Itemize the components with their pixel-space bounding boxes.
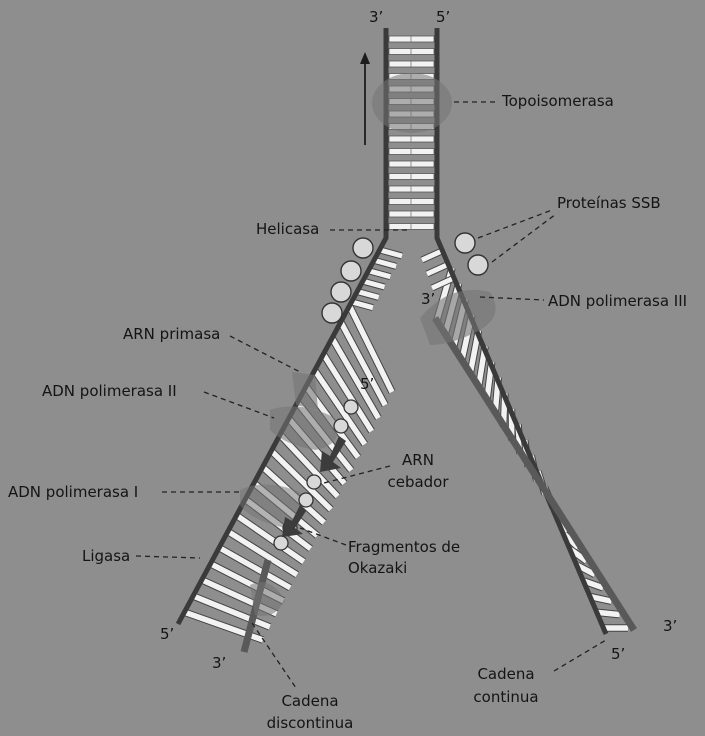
base-pair xyxy=(389,149,434,155)
leader-cadena-discontinua xyxy=(252,623,296,688)
base-pair xyxy=(597,612,619,614)
rna-primer-bead xyxy=(299,493,313,507)
label-cadena-continua-line2: continua xyxy=(460,688,552,707)
base-pair xyxy=(389,224,434,230)
label-fragmentos-okazaki-line2: Okazaki xyxy=(348,559,407,578)
ligase-blob xyxy=(250,582,285,616)
label-cadena-discontinua-line1: Cadena xyxy=(268,692,352,711)
end-label-lagging-tip: 5’ xyxy=(360,375,374,394)
label-adn-polimerasa-ii: ADN polimerasa II xyxy=(42,382,177,401)
base-pair xyxy=(389,199,434,205)
unpaired-base xyxy=(368,271,390,277)
rna-primer-bead xyxy=(344,400,358,414)
leader-adn-pol-ii xyxy=(204,392,274,418)
label-ligasa: Ligasa xyxy=(82,547,130,566)
leading-strand xyxy=(435,318,634,630)
direction-arrow-head-icon xyxy=(360,52,370,64)
leader-ssb-1 xyxy=(478,210,552,238)
end-label-top-left: 3’ xyxy=(369,8,383,27)
end-label-right-bottom-3: 3’ xyxy=(663,617,677,636)
ssb-protein-icon xyxy=(341,261,361,281)
label-cadena-continua-line1: Cadena xyxy=(464,665,548,684)
base-pair xyxy=(389,174,434,180)
topoisomerase-blob xyxy=(372,73,452,133)
label-adn-polimerasa-iii: ADN polimerasa III xyxy=(548,292,687,311)
base-pair xyxy=(389,211,434,217)
base-pair xyxy=(389,61,434,67)
label-proteinas-ssb: Proteínas SSB xyxy=(557,194,661,213)
label-fragmentos-okazaki-line1: Fragmentos de xyxy=(348,538,460,557)
ssb-protein-icon xyxy=(455,233,475,253)
unpaired-base xyxy=(351,302,373,308)
leader-ligasa xyxy=(136,556,200,558)
enzymes xyxy=(240,52,496,616)
base-pair xyxy=(389,186,434,192)
label-cadena-discontinua-line2: discontinua xyxy=(252,714,368,733)
label-helicasa: Helicasa xyxy=(256,220,319,239)
leader-arn-primasa xyxy=(230,336,300,372)
end-label-leading-start: 3’ xyxy=(421,290,435,309)
leader-cadena-continua xyxy=(554,640,606,671)
label-arn-cebador-line1: ARN xyxy=(392,451,444,470)
ssb-protein-icon xyxy=(331,282,351,302)
end-label-left-bottom-3: 3’ xyxy=(212,654,226,673)
rna-primer-bead xyxy=(334,419,348,433)
ssb-protein-icon xyxy=(468,255,488,275)
base-pair xyxy=(389,49,434,55)
end-label-left-bottom-5: 5’ xyxy=(160,625,174,644)
unpaired-base xyxy=(374,260,396,266)
rna-primer-bead xyxy=(274,536,288,550)
unpaired-base xyxy=(357,291,379,297)
label-adn-polimerasa-i: ADN polimerasa I xyxy=(8,483,138,502)
rna-primer-bead xyxy=(307,475,321,489)
ssb-protein-icon xyxy=(353,238,373,258)
end-label-top-right: 5’ xyxy=(436,8,450,27)
ssb-protein-icon xyxy=(322,303,342,323)
base-pair xyxy=(389,161,434,167)
base-pair xyxy=(389,36,434,42)
label-topoisomerasa: Topoisomerasa xyxy=(502,92,614,111)
end-label-right-bottom-5: 5’ xyxy=(611,645,625,664)
label-arn-primasa: ARN primasa xyxy=(123,325,220,344)
unpaired-base xyxy=(380,250,402,256)
base-pair xyxy=(389,136,434,142)
unpaired-base xyxy=(363,281,385,287)
label-arn-cebador-line2: cebador xyxy=(384,473,452,492)
